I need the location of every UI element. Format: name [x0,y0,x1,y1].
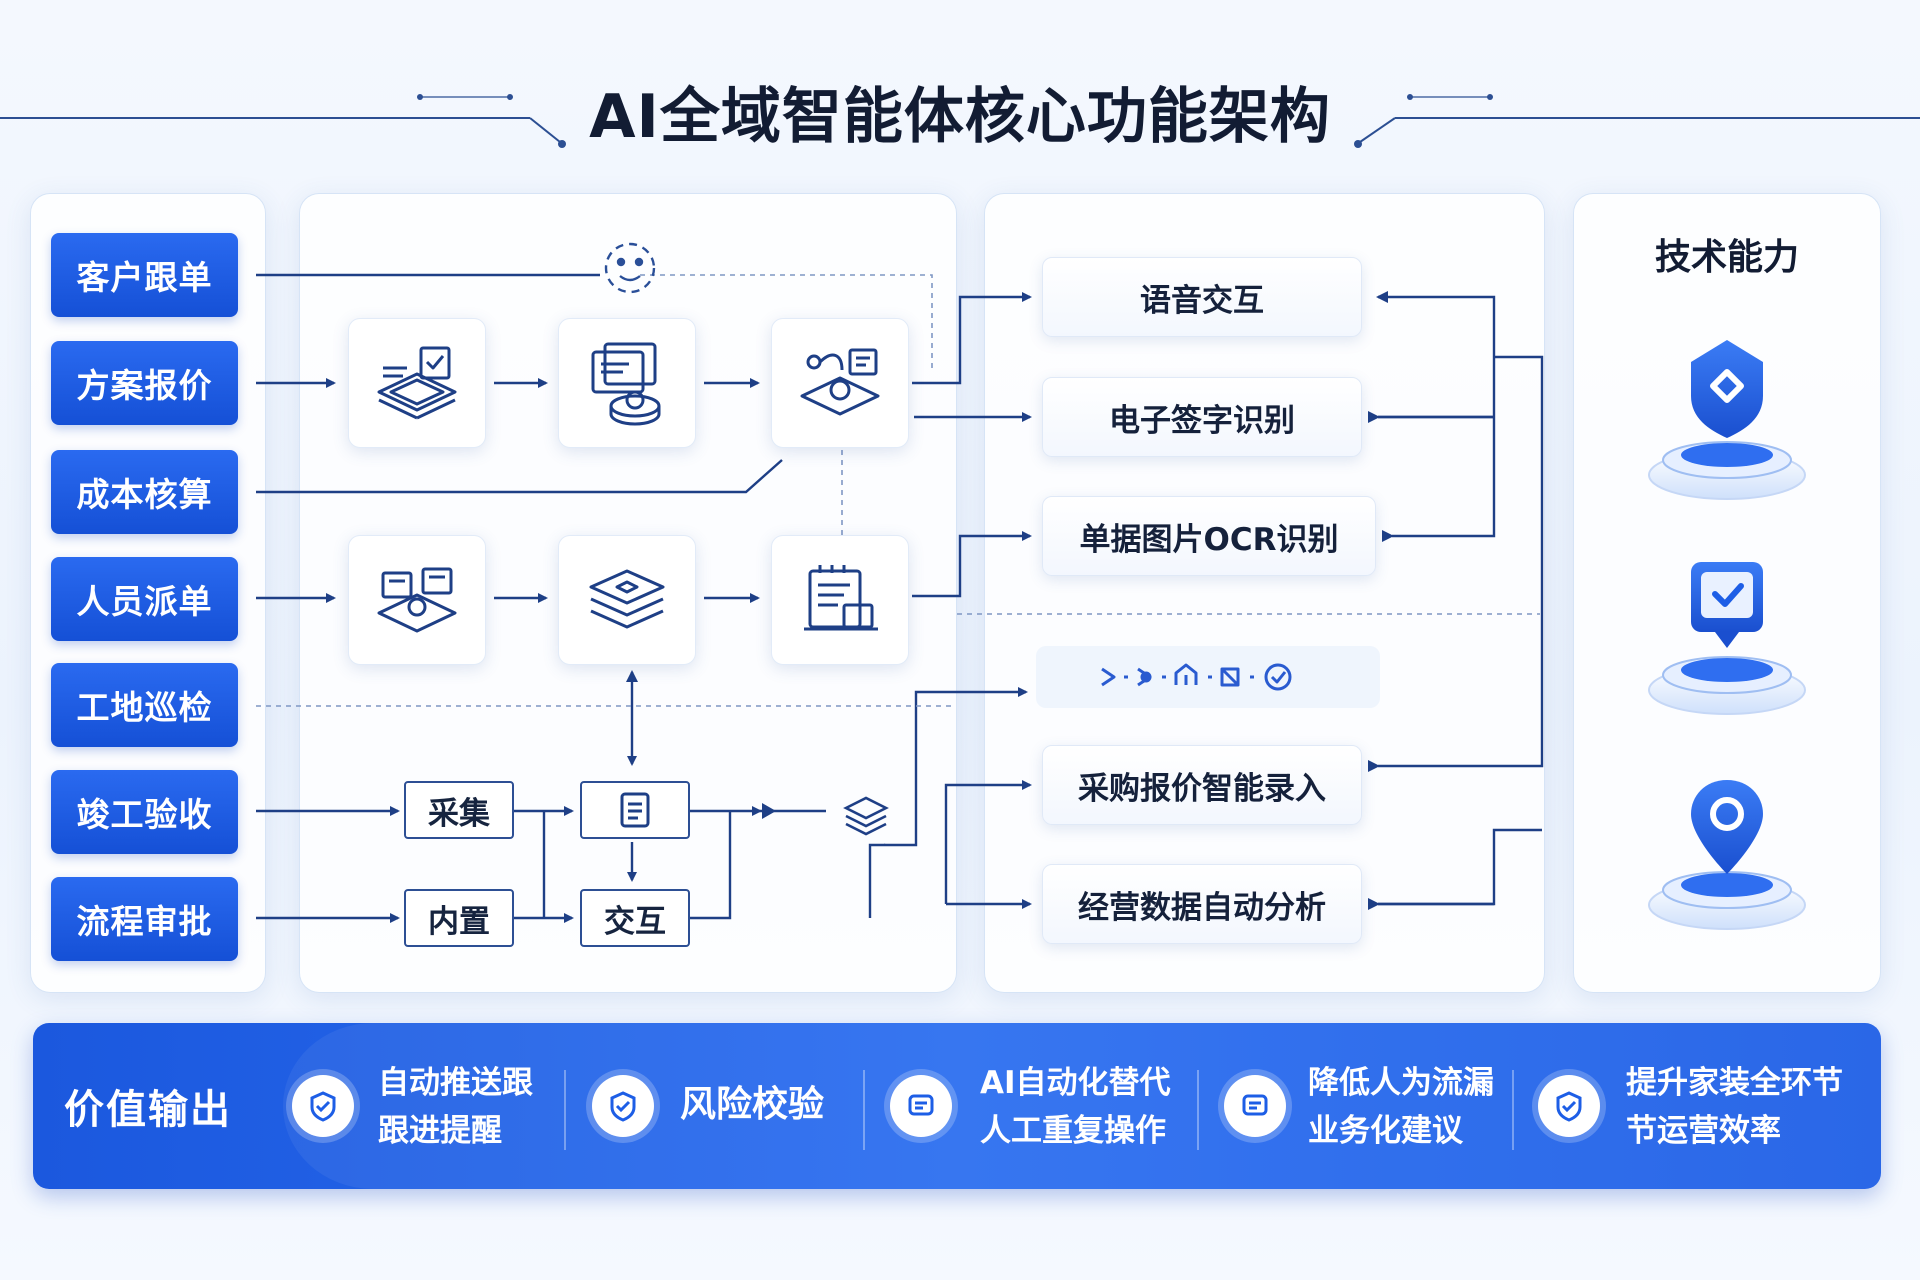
layers-icon [589,569,665,629]
process-interact-box[interactable]: 交互 [580,889,690,947]
process-builtin-box[interactable]: 内置 [404,889,514,947]
tool-chain-icons [1101,663,1292,691]
value-item-text-line1: AI自动化替代 [980,1065,1171,1101]
value-item-text-line1: 自动推送跟 [378,1065,533,1101]
value-item-text-line2: 节运营效率 [1626,1113,1781,1149]
value-item-text-line2: 人工重复操作 [980,1113,1166,1149]
output-cube-icon [843,796,889,836]
value-output-label: 价值输出 [64,1087,232,1133]
message-icon [890,1075,952,1137]
feature-voice-interaction[interactable]: 语音交互 [1042,257,1362,337]
location-pin-icon [1648,780,1806,930]
value-item-ai-automation: AI自动化替代 人工重复操作 [888,1023,1208,1189]
value-item-text-line1: 降低人为流漏 [1308,1065,1494,1101]
connector-arrow-head [762,803,776,819]
value-divider [564,1070,566,1150]
module-process-approval[interactable]: 流程审批 [51,877,238,961]
tech-capability-title: 技术能力 [1654,237,1799,278]
feature-ai-tools-strip [1036,646,1380,708]
process-document-box[interactable] [580,781,690,839]
check-shield-icon [592,1075,654,1137]
value-divider [1197,1070,1199,1150]
value-item-text-line1: 提升家装全环节 [1626,1065,1843,1101]
value-divider [863,1070,865,1150]
document-check-icon [377,346,457,420]
module-dispatch[interactable]: 人员派单 [51,557,238,641]
value-item-text-line1: 风险校验 [680,1084,825,1125]
check-shield-icon [292,1075,354,1137]
workflow-card-document-check[interactable] [348,318,486,448]
data-review-icon [377,567,457,633]
value-item-text-line2: 跟进提醒 [378,1113,502,1149]
value-item-efficiency: 提升家装全环节 节运营效率 [1536,1023,1866,1189]
value-bar-wave [283,1023,1881,1189]
workflow-card-report[interactable] [771,535,909,665]
feature-business-analytics[interactable]: 经营数据自动分析 [1042,864,1362,944]
ai-analysis-icon [800,348,880,416]
feature-ocr[interactable]: 单据图片OCR识别 [1042,496,1376,576]
report-icon [804,565,878,631]
feature-purchase-quote-entry[interactable]: 采购报价智能录入 [1042,745,1362,825]
document-icon [620,792,650,828]
value-item-follow-reminder: 自动推送跟 跟进提醒 [290,1023,570,1189]
ai-face-icon [604,242,656,294]
value-item-text-line2: 业务化建议 [1308,1113,1463,1149]
message-icon [1224,1075,1286,1137]
module-cost-accounting[interactable]: 成本核算 [51,450,238,534]
page-title: AI全域智能体核心功能架构 [589,82,1331,152]
workflow-card-ai-analysis[interactable] [771,318,909,448]
workflow-card-data-review[interactable] [348,535,486,665]
feature-e-signature[interactable]: 电子签字识别 [1042,377,1362,457]
module-customer-follow[interactable]: 客户跟单 [51,233,238,317]
shield-icon [1648,340,1806,500]
value-item-risk-check: 风险校验 [590,1023,850,1189]
workflow-card-data-layers[interactable] [558,535,696,665]
module-site-inspection[interactable]: 工地巡检 [51,663,238,747]
workflow-card-document-scan[interactable] [558,318,696,448]
tech-icons [1648,340,1806,930]
module-completion-acceptance[interactable]: 竣工验收 [51,770,238,854]
value-item-reduce-errors: 降低人为流漏 业务化建议 [1222,1023,1522,1189]
document-scan-icon [591,342,661,426]
value-divider [1512,1070,1514,1150]
chat-check-icon [1648,562,1806,715]
module-quotation[interactable]: 方案报价 [51,341,238,425]
check-shield-icon [1538,1075,1600,1137]
process-collect-box[interactable]: 采集 [404,781,514,839]
